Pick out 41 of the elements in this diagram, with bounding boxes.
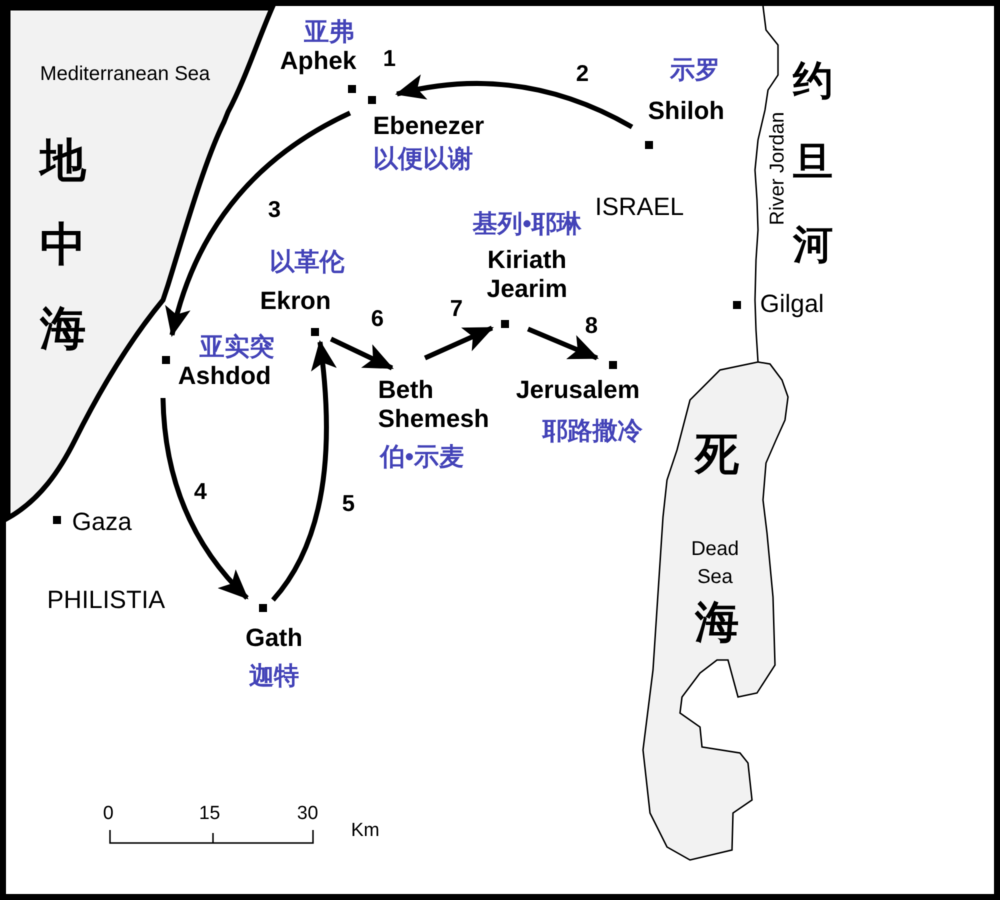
arrow [160,398,249,600]
place-name: 耶路撒冷 [540,417,644,446]
place-name: Ashdod [178,362,272,391]
arrow [330,336,394,370]
sea-name: Dead Sea [690,537,740,590]
place-name: Kiriath Jearim [486,246,568,304]
region-name: ISRAEL [595,193,685,222]
arrow [424,326,494,360]
arrow [166,110,352,337]
place-name: Gaza [72,508,133,537]
sea-name: 地中海 [38,133,88,356]
place-name: 以革伦 [268,248,346,277]
scale-number: 0 [103,803,115,825]
scale-unit: Km [351,820,380,842]
place-name: 迦特 [248,662,300,691]
region-name: PHILISTIA [47,586,166,615]
place-name: 以便以谢 [373,145,474,174]
place-name: 伯•示麦 [380,443,465,472]
place-name: Ekron [260,287,332,316]
arrow [271,340,336,602]
place-name: 亚实突 [198,333,276,362]
sea-name: Mediterranean Sea [38,62,212,87]
step-number: 1 [383,45,397,72]
place-name: Shiloh [648,97,726,126]
arrow [395,75,634,130]
scale-number: 15 [199,803,222,825]
place-name: Beth Shemesh [378,376,490,434]
place-name: Gilgal [760,290,825,319]
place-name: Gath [244,624,304,653]
scale-number: 30 [297,803,320,825]
river-name: 约旦河 [792,58,834,269]
place-name: Ebenezer [373,112,486,141]
river-name: River Jordan [766,110,790,228]
place-name: 基列•耶琳 [472,210,582,239]
sea-name: 海 [694,598,740,649]
place-name: 亚弗 [303,18,355,47]
arrow [527,326,599,360]
place-name: Aphek [280,47,358,76]
place-name: 示罗 [668,56,721,85]
sea-name: 死 [693,430,740,481]
place-name: Jerusalem [516,376,641,405]
